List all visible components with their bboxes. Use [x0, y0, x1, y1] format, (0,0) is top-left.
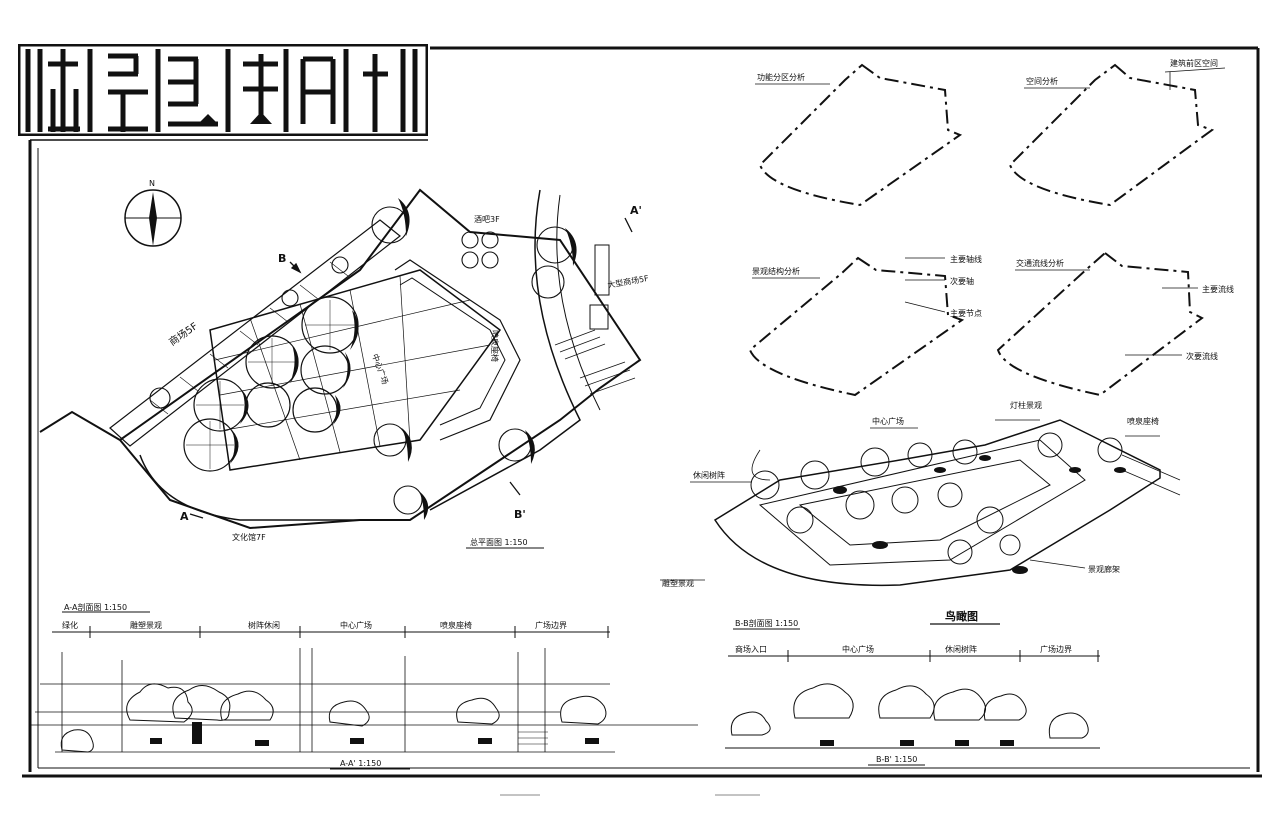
section-bb-zone-2: 中心广场: [842, 644, 874, 654]
plan-label-west: 商场5F: [166, 319, 200, 348]
analysis-4b: 次要流线: [1186, 351, 1218, 361]
section-aa: A-A剖面图 1:150 绿化 雕塑景观 树阵休闲 中心广场 喷泉座椅 广场边界: [30, 602, 698, 770]
aerial-label-5: 雕塑景观: [662, 578, 694, 588]
plan-label-right: 大型商场5F: [607, 273, 650, 290]
section-marker-b: B: [278, 252, 286, 265]
section-bb-zone-3: 休闲树阵: [945, 644, 977, 654]
section-bb: B-B剖面图 1:150 商场入口 中心广场 休闲树阵 广场边界: [725, 618, 1100, 766]
analysis-3b: 次要轴: [950, 276, 974, 286]
section-aa-zone-6: 广场边界: [535, 620, 567, 630]
analysis-3a: 主要轴线: [950, 254, 982, 264]
analysis-diagrams: [748, 63, 1215, 397]
plan-label-bottom: 文化馆7F: [232, 532, 266, 542]
aerial-label-3: 灯柱景观: [1010, 400, 1042, 410]
analysis-title-2: 空间分析: [1026, 76, 1058, 86]
analysis-note-2: 建筑前区空间: [1170, 58, 1218, 68]
section-bb-caption: B-B' 1:150: [876, 755, 917, 764]
plan-caption: 总平面图 1:150: [470, 537, 528, 547]
aerial-label-4: 喷泉座椅: [1127, 416, 1159, 426]
north-label: N: [149, 179, 155, 188]
analysis-title-4: 交通流线分析: [1016, 258, 1064, 268]
analysis-title-3: 景观结构分析: [752, 266, 800, 276]
north-arrow-icon: [124, 189, 182, 247]
section-bb-zone-1: 商场入口: [735, 644, 767, 654]
site-plan: N: [39, 179, 650, 549]
section-aa-zone-3: 树阵休闲: [248, 620, 280, 630]
aerial-caption: 鸟瞰图: [945, 609, 978, 623]
aerial-view: 休闲树阵 中心广场 灯柱景观 喷泉座椅 雕塑景观 景观廊架 鸟瞰图: [660, 400, 1181, 625]
section-aa-title: A-A剖面图 1:150: [64, 602, 127, 612]
section-aa-zone-4: 中心广场: [340, 620, 372, 630]
analysis-4a: 主要流线: [1202, 284, 1234, 294]
aerial-label-6: 景观廊架: [1088, 564, 1120, 574]
section-bb-title: B-B剖面图 1:150: [735, 618, 798, 628]
aerial-label-1: 休闲树阵: [693, 470, 725, 480]
section-bb-zone-4: 广场边界: [1040, 644, 1072, 654]
section-aa-zone-1: 绿化: [62, 620, 78, 630]
section-marker-a: A: [180, 510, 189, 523]
title-block-logo: [18, 44, 428, 136]
aerial-label-2: 中心广场: [872, 416, 904, 426]
section-marker-b2: B': [514, 508, 526, 521]
analysis-title-1: 功能分区分析: [757, 72, 805, 82]
section-marker-a2: A': [630, 204, 642, 217]
section-aa-zone-5: 喷泉座椅: [440, 620, 472, 630]
section-aa-caption: A-A' 1:150: [340, 759, 381, 768]
plan-label-top: 酒吧3F: [474, 215, 500, 224]
analysis-3c: 主要节点: [950, 308, 982, 318]
section-aa-zone-2: 雕塑景观: [130, 620, 162, 630]
plan-label-center: 中心广场: [370, 352, 390, 385]
plan-label-seat: 喷泉座椅: [490, 330, 500, 362]
